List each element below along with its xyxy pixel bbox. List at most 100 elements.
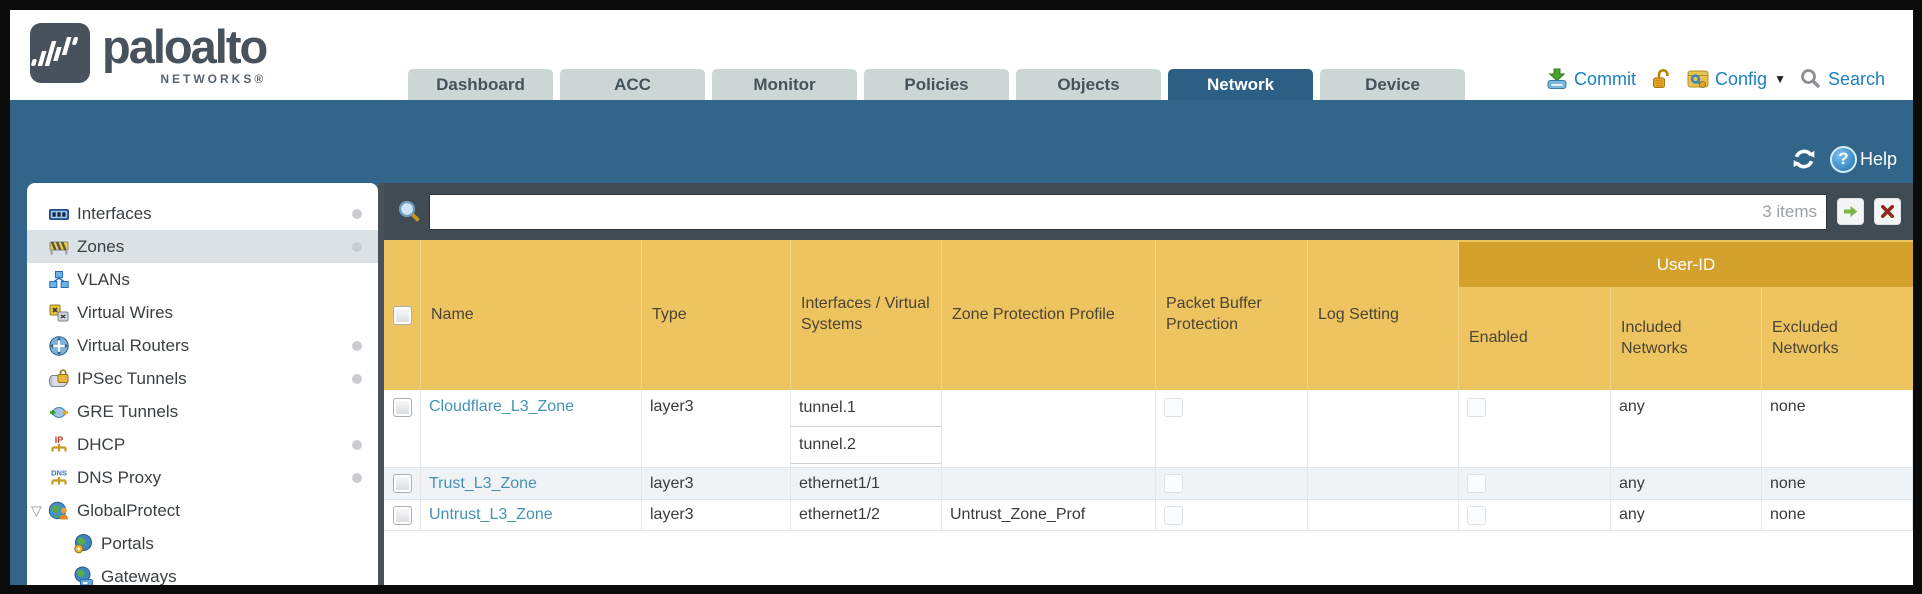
svg-text:IP: IP bbox=[55, 435, 64, 445]
config-label: Config bbox=[1715, 68, 1768, 89]
lock-icon[interactable] bbox=[1649, 67, 1673, 91]
interface-value: tunnel.2 bbox=[791, 427, 941, 464]
sidebar-item-virtual-wires[interactable]: Virtual Wires bbox=[27, 296, 378, 329]
row-checkbox[interactable] bbox=[392, 474, 412, 493]
sidebar-item-label: Zones bbox=[77, 236, 125, 256]
filter-input-wrap: 3 items bbox=[429, 193, 1827, 230]
cell-interfaces: ethernet1/2 bbox=[791, 500, 942, 530]
row-checkbox[interactable] bbox=[392, 398, 412, 417]
column-header-excluded-networks[interactable]: Excluded Networks bbox=[1772, 318, 1839, 357]
sidebar-item-portals[interactable]: Portals bbox=[27, 527, 378, 560]
zone-name-link[interactable]: Trust_L3_Zone bbox=[429, 474, 537, 492]
zones-icon bbox=[48, 236, 70, 258]
cell-name: Cloudflare_L3_Zone bbox=[421, 390, 642, 467]
column-header-interfaces[interactable]: Interfaces / Virtual Systems bbox=[791, 240, 942, 390]
tab-acc[interactable]: ACC bbox=[560, 69, 705, 100]
filter-search-icon bbox=[396, 198, 423, 225]
sidebar-item-dhcp[interactable]: IP DHCP bbox=[27, 428, 378, 461]
sidebar-item-label: Virtual Routers bbox=[77, 335, 190, 355]
help-icon: ? bbox=[1829, 145, 1857, 173]
cell-log-setting bbox=[1308, 468, 1459, 499]
zone-name-link[interactable]: Cloudflare_L3_Zone bbox=[429, 398, 574, 415]
column-header-select[interactable] bbox=[384, 240, 421, 390]
row-checkbox[interactable] bbox=[392, 505, 412, 525]
caret-down-icon: ▼ bbox=[1774, 72, 1786, 86]
column-header-enabled[interactable]: Enabled bbox=[1459, 287, 1611, 390]
sidebar-item-label: Gateways bbox=[101, 566, 177, 586]
cell-zone-protection-profile bbox=[942, 468, 1156, 499]
enabled-checkbox bbox=[1467, 398, 1486, 417]
packet-buffer-protection-checkbox bbox=[1164, 398, 1183, 417]
sidebar-item-globalprotect[interactable]: ▽GlobalProtect bbox=[27, 494, 378, 527]
enabled-checkbox bbox=[1467, 505, 1486, 525]
sidebar-item-vlans[interactable]: VLANs bbox=[27, 263, 378, 296]
logo-text-wrap: paloalto NETWORKS® bbox=[102, 23, 268, 86]
column-header-included-networks[interactable]: Included Networks bbox=[1611, 287, 1762, 390]
cell-name: Untrust_L3_Zone bbox=[421, 500, 642, 530]
status-dot-icon bbox=[352, 439, 362, 450]
commit-icon bbox=[1545, 67, 1569, 91]
sidebar-item-virtual-routers[interactable]: Virtual Routers bbox=[27, 329, 378, 362]
tab-device[interactable]: Device bbox=[1320, 69, 1465, 100]
cell-name: Trust_L3_Zone bbox=[421, 468, 642, 499]
paloalto-logo: paloalto NETWORKS® bbox=[30, 23, 268, 86]
search-button[interactable]: Search bbox=[1799, 67, 1885, 91]
select-all-checkbox[interactable] bbox=[392, 305, 412, 325]
sidebar-item-label: VLANs bbox=[77, 269, 130, 289]
sidebar-item-gateways[interactable]: Gateways bbox=[27, 560, 378, 585]
packet-buffer-protection-checkbox bbox=[1164, 474, 1183, 493]
column-header-type[interactable]: Type bbox=[642, 240, 791, 390]
cell-included-networks: any bbox=[1611, 500, 1762, 530]
gre-tunnels-icon bbox=[48, 401, 70, 423]
tab-monitor[interactable]: Monitor bbox=[712, 69, 857, 100]
sidebar-splitter[interactable] bbox=[378, 183, 384, 585]
user-id-group-header: User-ID bbox=[1459, 242, 1913, 287]
expander-icon[interactable]: ▽ bbox=[31, 502, 42, 518]
cell-log-setting bbox=[1308, 390, 1459, 467]
sidebar-item-zones[interactable]: Zones bbox=[27, 230, 378, 263]
sidebar-item-label: Portals bbox=[101, 533, 154, 553]
virtual-routers-icon bbox=[48, 335, 70, 357]
refresh-icon[interactable] bbox=[1790, 145, 1818, 173]
paloalto-logo-icon bbox=[30, 23, 90, 83]
interface-value: tunnel.1 bbox=[791, 390, 941, 427]
filter-input[interactable] bbox=[429, 193, 1827, 230]
sidebar-item-label: GRE Tunnels bbox=[77, 401, 179, 421]
cell-enabled bbox=[1459, 390, 1611, 467]
zone-name-link[interactable]: Untrust_L3_Zone bbox=[429, 506, 553, 523]
cell-select bbox=[384, 468, 421, 499]
apply-filter-button[interactable] bbox=[1837, 198, 1864, 225]
column-header-name[interactable]: Name bbox=[421, 240, 642, 390]
cell-interfaces: ethernet1/1 bbox=[791, 468, 942, 499]
tab-dashboard[interactable]: Dashboard bbox=[408, 69, 553, 100]
global-actions: Commit Config ▼ bbox=[1545, 62, 1885, 96]
tab-network[interactable]: Network bbox=[1168, 69, 1313, 100]
cell-included-networks: any bbox=[1611, 468, 1762, 499]
commit-label: Commit bbox=[1574, 68, 1637, 89]
sidebar-item-label: DHCP bbox=[77, 434, 126, 454]
commit-button[interactable]: Commit bbox=[1545, 67, 1636, 91]
clear-filter-button[interactable] bbox=[1874, 198, 1901, 225]
sidebar-item-ipsec-tunnels[interactable]: IPSec Tunnels bbox=[27, 362, 378, 395]
sidebar-item-interfaces[interactable]: Interfaces bbox=[27, 197, 378, 230]
sidebar-item-gre-tunnels[interactable]: GRE Tunnels bbox=[27, 395, 378, 428]
cell-included-networks: any bbox=[1611, 390, 1762, 467]
column-header-log-setting[interactable]: Log Setting bbox=[1308, 240, 1459, 390]
column-header-packet-buffer-protection[interactable]: Packet Buffer Protection bbox=[1156, 240, 1308, 390]
sidebar-item-label: Virtual Wires bbox=[77, 302, 174, 322]
cell-zone-protection-profile bbox=[942, 390, 1156, 467]
config-button[interactable]: Config ▼ bbox=[1686, 67, 1786, 91]
packet-buffer-protection-checkbox bbox=[1164, 505, 1183, 525]
tab-objects[interactable]: Objects bbox=[1016, 69, 1161, 100]
tab-policies[interactable]: Policies bbox=[864, 69, 1009, 100]
column-header-zone-protection-profile[interactable]: Zone Protection Profile bbox=[942, 240, 1156, 390]
help-button[interactable]: ? Help bbox=[1829, 145, 1897, 173]
ipsec-tunnels-icon bbox=[48, 368, 70, 390]
